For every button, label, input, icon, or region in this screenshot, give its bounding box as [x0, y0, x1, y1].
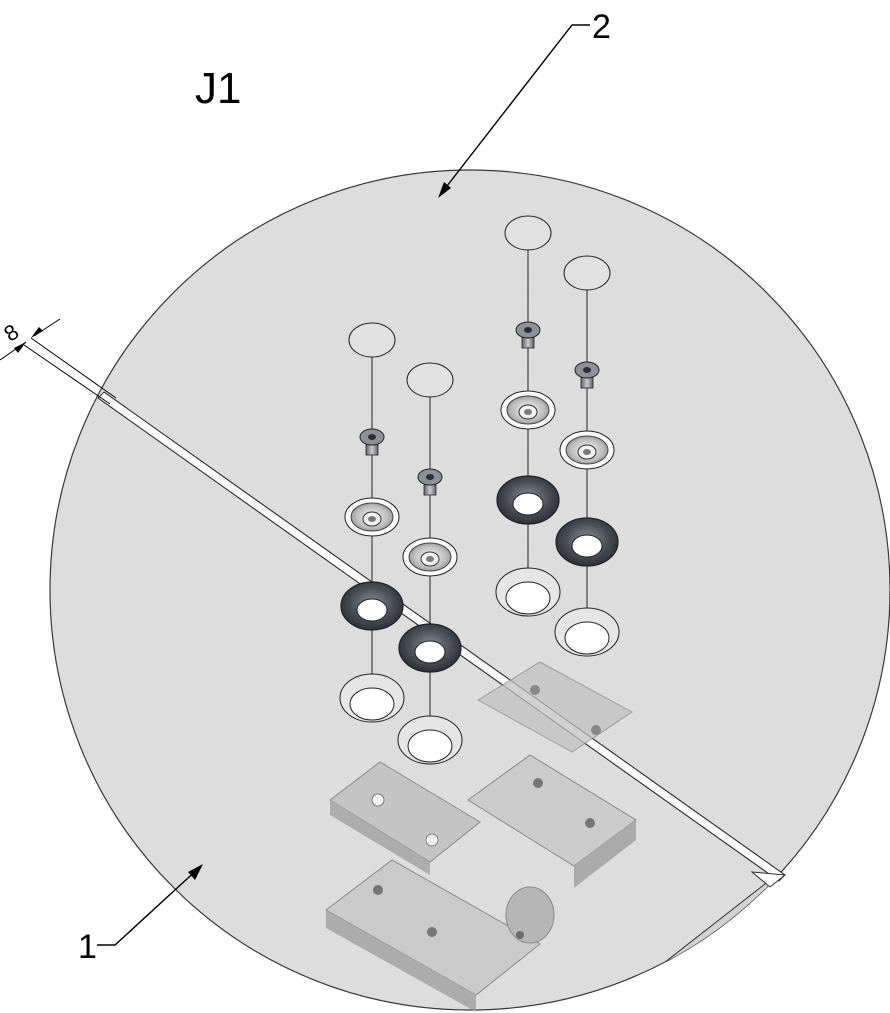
fastener-stacks: [339, 215, 620, 765]
callout-1: 1: [78, 864, 203, 966]
hinge-hole: [591, 725, 601, 735]
callout-label: 1: [78, 928, 97, 966]
hinge-plate-left: [329, 761, 481, 863]
hinge-assembly: [325, 661, 637, 1012]
dimension-gap: 8: [0, 318, 117, 405]
screw: [359, 428, 385, 456]
hinge-hole: [530, 685, 540, 695]
metal-bushing: [559, 430, 615, 470]
cover-cap: [348, 322, 396, 358]
countersunk-hole: [554, 607, 620, 657]
hinge-hole: [373, 885, 383, 895]
view-title: J1: [195, 64, 241, 113]
hinge-knuckle: [505, 886, 555, 944]
screw: [417, 468, 443, 496]
dark-grommet: [398, 623, 462, 673]
fastener-stack: [339, 322, 405, 723]
hinge-hole: [371, 793, 385, 807]
detail-disc: [49, 169, 890, 1011]
hinge-hole: [533, 778, 543, 788]
fastener-stack: [554, 255, 620, 657]
cover-cap: [504, 215, 552, 251]
countersunk-hole: [339, 673, 405, 723]
fastener-stack: [397, 362, 463, 765]
hinge-hole: [427, 927, 437, 937]
fastener-stack: [495, 215, 561, 617]
cover-cap: [563, 255, 611, 291]
screw: [574, 361, 600, 389]
countersunk-hole: [495, 567, 561, 617]
dark-grommet: [496, 475, 560, 525]
metal-bushing: [344, 497, 400, 537]
hinge-hole: [425, 833, 439, 847]
cover-cap: [406, 362, 454, 398]
countersunk-hole: [397, 715, 463, 765]
callout-2: 2: [438, 8, 611, 198]
callout-label: 2: [592, 8, 611, 46]
dark-grommet: [340, 581, 404, 631]
screw: [515, 321, 541, 349]
dark-grommet: [555, 517, 619, 567]
metal-bushing: [402, 537, 458, 577]
dimension-label: 8: [0, 319, 23, 347]
hinge-hole: [585, 818, 595, 828]
metal-bushing: [500, 390, 556, 430]
